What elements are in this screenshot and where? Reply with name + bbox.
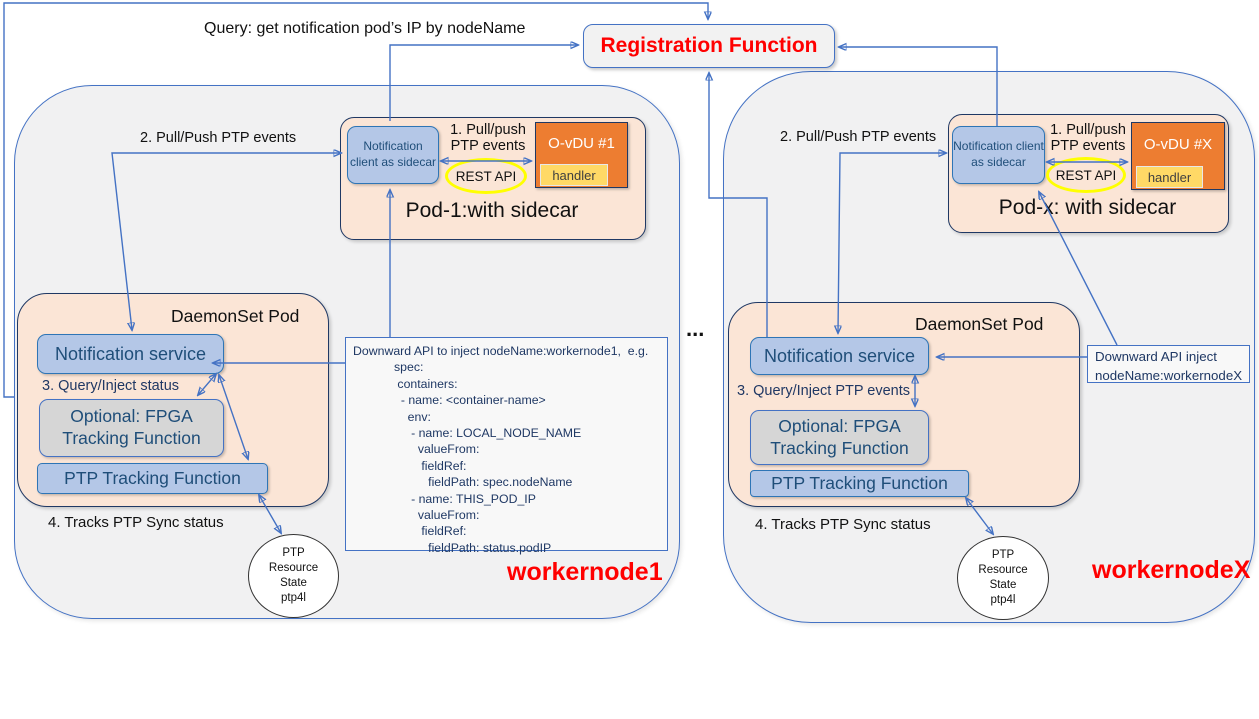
- node1-fpga-tracking-box: Optional: FPGA Tracking Function: [39, 399, 224, 457]
- pod1-handler-box: handler: [540, 164, 608, 186]
- node1-ptp-tracking-box: PTP Tracking Function: [37, 463, 268, 494]
- pod1-ovdu-label: O-vDU #1: [548, 134, 615, 152]
- registration-function-title: Registration Function: [600, 34, 818, 57]
- nodex-daemonset-title: DaemonSet Pod: [915, 314, 1044, 334]
- podx-handler-box: handler: [1136, 166, 1203, 188]
- podx-rest-api-ellipse: REST API: [1046, 157, 1126, 193]
- nodex-downward-api-note: Downward API inject nodeName:workernodeX: [1087, 345, 1250, 383]
- podx-notification-client-box: Notification client as sidecar: [952, 126, 1045, 184]
- query-label: Query: get notification pod’s IP by node…: [204, 20, 526, 37]
- nodex-step4-label: 4. Tracks PTP Sync status: [755, 516, 931, 533]
- podx-ovdu-box: O-vDU #X handler: [1131, 122, 1225, 190]
- podx-title: Pod-x: with sidecar: [998, 196, 1177, 219]
- pod1-rest-api-ellipse: REST API: [445, 158, 527, 194]
- pod1-notification-client-box: Notification client as sidecar: [347, 126, 439, 184]
- nodex-ptp-tracking-box: PTP Tracking Function: [750, 470, 969, 497]
- workernode1-label: workernode1: [507, 558, 663, 586]
- workernodex-label: workernodeX: [1092, 556, 1251, 584]
- nodex-notification-service-box: Notification service: [750, 337, 929, 375]
- podx-ovdu-label: O-vDU #X: [1143, 135, 1213, 153]
- podx-pull-push-label: 1. Pull/push PTP events: [1050, 122, 1126, 155]
- nodex-ptp-resource-circle: PTP Resource State ptp4l: [957, 536, 1049, 620]
- node1-notification-service-box: Notification service: [37, 334, 224, 374]
- node1-step3-label: 3. Query/Inject status: [42, 378, 180, 394]
- registration-function-box: Registration Function: [583, 24, 835, 68]
- nodes-ellipsis: ...: [686, 316, 705, 341]
- nodex-pull-push-label: 2. Pull/Push PTP events: [780, 129, 937, 145]
- nodex-step3-label: 3. Query/Inject PTP events: [737, 383, 911, 399]
- pod1-ovdu-box: O-vDU #1 handler: [535, 122, 628, 188]
- pod1-pull-push-label: 1. Pull/push PTP events: [450, 122, 526, 155]
- nodex-fpga-tracking-box: Optional: FPGA Tracking Function: [750, 410, 929, 465]
- node1-step4-label: 4. Tracks PTP Sync status: [48, 514, 224, 531]
- node1-ptp-resource-circle: PTP Resource State ptp4l: [248, 534, 339, 618]
- pod1-title: Pod-1:with sidecar: [405, 199, 579, 222]
- node1-downward-api-note: Downward API to inject nodeName:workerno…: [345, 337, 668, 555]
- node1-daemonset-title: DaemonSet Pod: [171, 306, 300, 326]
- node1-pull-push-label: 2. Pull/Push PTP events: [140, 130, 297, 146]
